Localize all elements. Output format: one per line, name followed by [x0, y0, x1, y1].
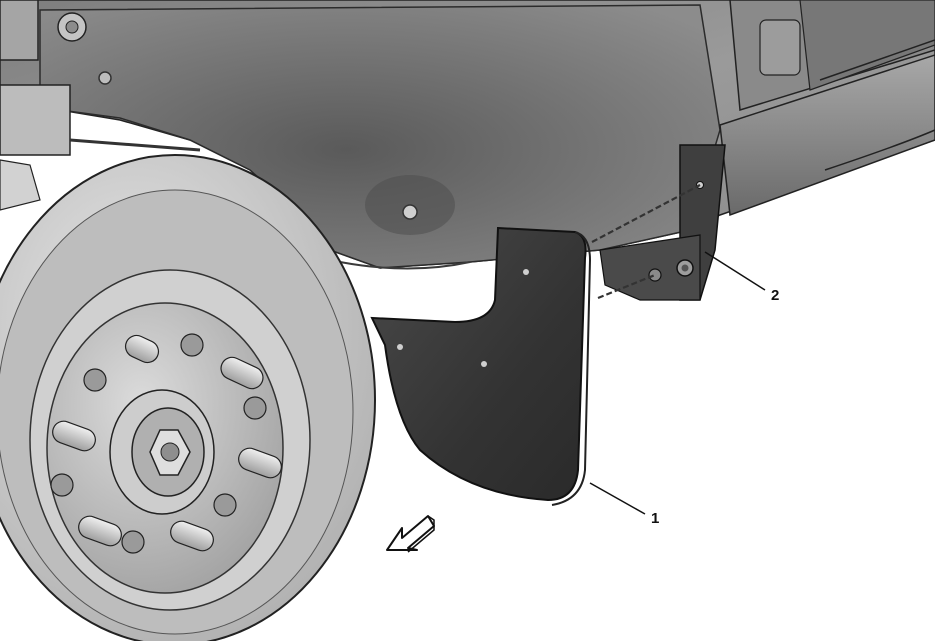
lug-studs	[50, 333, 282, 554]
wheel-liner	[39, 4, 721, 270]
flap-hole	[397, 344, 403, 350]
lug-stud	[78, 515, 122, 547]
callout-2-leader	[704, 251, 766, 291]
lug-stud	[238, 447, 282, 479]
lug-stud	[220, 356, 264, 390]
liner-fastener	[402, 204, 418, 220]
callout-2-label: 2	[771, 287, 779, 304]
rocker-panel	[719, 0, 935, 217]
callout-1-label: 1	[651, 510, 659, 527]
flap-hole	[523, 269, 529, 275]
callout-1: 1	[589, 482, 659, 527]
callout-2: 2	[704, 251, 779, 304]
front-direction-arrow-icon	[386, 515, 435, 553]
fastener-installation-lines	[591, 184, 701, 300]
lug-stud	[170, 520, 214, 552]
lug-stud	[124, 334, 160, 364]
wheel-hub	[109, 389, 215, 515]
mounting-bracket	[599, 144, 726, 301]
flap-hole	[481, 361, 487, 367]
callout-1-leader	[589, 482, 646, 515]
lug-stud	[52, 420, 96, 452]
suspension-components	[0, 0, 201, 211]
splash-guard	[370, 226, 592, 506]
